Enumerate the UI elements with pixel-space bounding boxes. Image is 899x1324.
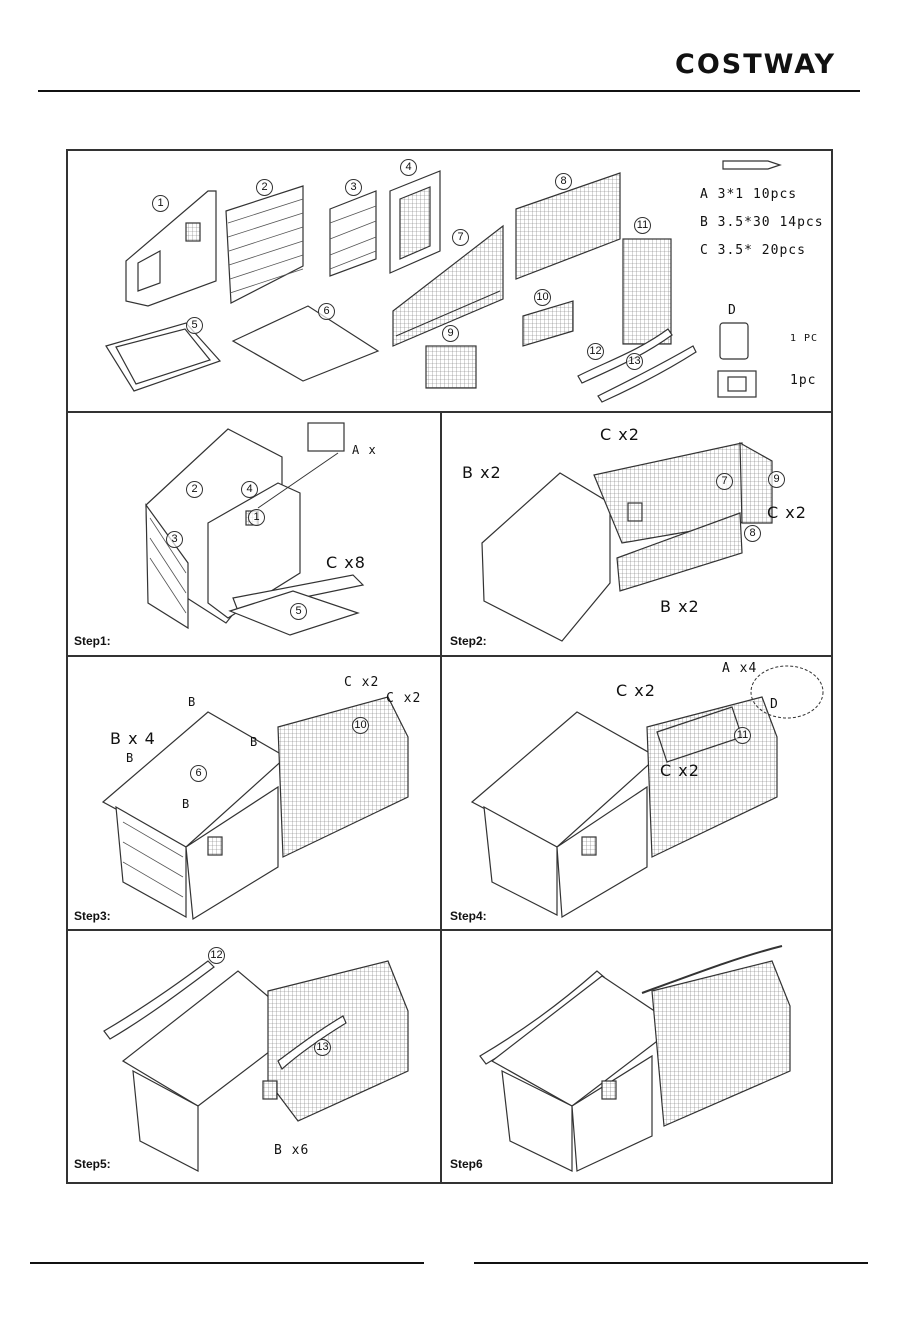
hardware-d-qty: 1 PC (790, 333, 818, 344)
part-number: 9 (442, 325, 459, 342)
hardware-d-label: D (728, 303, 737, 318)
step3-b: B (126, 751, 134, 765)
hardware-b: B 3.5*30 14pcs (700, 215, 824, 230)
part-number: 2 (186, 481, 203, 498)
part-number: 8 (744, 525, 761, 542)
step5-b: B x6 (274, 1143, 309, 1158)
part-number: 7 (452, 229, 469, 246)
part-number: 5 (186, 317, 203, 334)
step4-c2: C x2 (660, 761, 700, 780)
step3-panel: 6 10 B x 4 B B B B C x2 C x2 Step3: (68, 657, 440, 929)
part-number: 3 (345, 179, 362, 196)
footer-rule-right (474, 1262, 868, 1264)
hardware-c: C 3.5* 20pcs (700, 243, 806, 258)
part-number: 1 (248, 509, 265, 526)
part-number: 4 (400, 159, 417, 176)
latch-qty: 1pc (790, 373, 816, 388)
step2-c-top: C x2 (600, 425, 640, 444)
step2-b-left: B x2 (462, 463, 502, 482)
step6-panel: Step6 (442, 931, 831, 1182)
instruction-sheet: 1 2 3 4 5 6 7 8 9 10 11 12 13 A 3*1 10pc… (66, 149, 833, 1184)
brand-logo: COSTWAY (675, 50, 865, 80)
step4-title: Step4: (450, 909, 487, 923)
part-number: 11 (734, 727, 751, 744)
step4-panel: 11 C x2 C x2 A x4 D Step4: (442, 657, 831, 929)
step1-c-label: C x8 (326, 553, 366, 572)
step5-title: Step5: (74, 1157, 111, 1171)
hardware-a: A 3*1 10pcs (700, 187, 797, 202)
step1-title: Step1: (74, 634, 111, 648)
part-number: 6 (318, 303, 335, 320)
part-number: 10 (534, 289, 551, 306)
part-number: 12 (208, 947, 225, 964)
footer-rule-left (30, 1262, 424, 1264)
step3-b: B (182, 797, 190, 811)
step1-a-label: A x (352, 443, 377, 457)
step1-panel: 4 2 3 1 5 A x C x8 Step1: (68, 413, 440, 655)
part-number: 10 (352, 717, 369, 734)
part-number: 1 (152, 195, 169, 212)
part-number: 8 (555, 173, 572, 190)
part-number: 12 (587, 343, 604, 360)
part-number: 6 (190, 765, 207, 782)
part-number: 3 (166, 531, 183, 548)
step2-panel: 7 9 8 C x2 B x2 C x2 B x2 Step2: (442, 413, 831, 655)
header-rule (38, 90, 860, 92)
step3-b-left: B x 4 (110, 729, 156, 748)
step2-c-right: C x2 (767, 503, 807, 522)
parts-panel: 1 2 3 4 5 6 7 8 9 10 11 12 13 A 3*1 10pc… (68, 151, 831, 411)
step4-a: A x4 (722, 661, 757, 676)
part-number: 4 (241, 481, 258, 498)
part-number: 13 (314, 1039, 331, 1056)
step3-c1: C x2 (344, 675, 379, 690)
part-number: 5 (290, 603, 307, 620)
step4-d: D (770, 697, 779, 712)
part-number: 7 (716, 473, 733, 490)
part-number: 11 (634, 217, 651, 234)
part-number: 2 (256, 179, 273, 196)
step4-c1: C x2 (616, 681, 656, 700)
step6-title: Step6 (450, 1157, 483, 1171)
step3-b: B (250, 735, 258, 749)
step5-panel: 12 13 B x6 Step5: (68, 931, 440, 1182)
step3-title: Step3: (74, 909, 111, 923)
step3-b: B (188, 695, 196, 709)
part-number: 9 (768, 471, 785, 488)
step2-b-bottom: B x2 (660, 597, 700, 616)
part-number: 13 (626, 353, 643, 370)
step2-title: Step2: (450, 634, 487, 648)
step3-c2: C x2 (386, 691, 421, 706)
